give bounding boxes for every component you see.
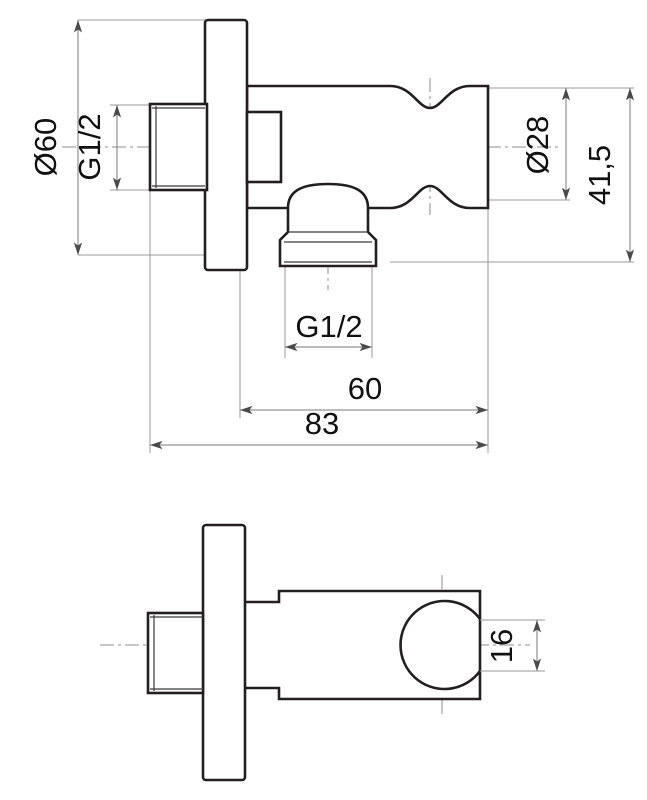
holder-arm-plan: [227, 589, 482, 701]
side-view-extension-lines: [78, 19, 634, 453]
c-clamp-ring: [399, 599, 482, 691]
side-elevation-view: Ø60 G1/2 Ø28 41,5 G1/2 60: [28, 18, 635, 453]
dimension-body-diameter: Ø28: [520, 88, 571, 200]
dimension-label-holder-gap: 16: [484, 629, 519, 663]
dimension-label-outlet-thread: G1/2: [295, 309, 362, 344]
dimension-overall-length: 83: [150, 406, 488, 450]
flange-boss: [245, 110, 283, 184]
inlet-thread-stub-plan: [146, 611, 205, 695]
dimension-label-flange-diameter: Ø60: [28, 118, 63, 177]
plan-view: 16: [100, 523, 545, 782]
wall-flange-plate-plan: [201, 523, 247, 782]
inlet-thread-stub: [148, 102, 209, 192]
wall-flange-plate: [203, 18, 249, 272]
dimension-label-overall-height: 41,5: [582, 145, 617, 205]
dimension-inlet-thread: G1/2: [72, 105, 122, 190]
dimension-label-body-length: 60: [348, 371, 382, 406]
dimension-label-body-diameter: Ø28: [520, 116, 555, 175]
dimension-label-inlet-thread: G1/2: [72, 113, 107, 180]
dimension-flange-diameter: Ø60: [28, 20, 83, 255]
dimension-overall-height: 41,5: [582, 88, 635, 262]
outlet-spout: [278, 182, 378, 268]
dimension-label-overall-length: 83: [305, 406, 339, 441]
dimension-outlet-thread: G1/2: [285, 309, 372, 352]
dimension-holder-gap: 16: [484, 620, 542, 671]
body-profile: [245, 84, 490, 210]
dimension-body-length: 60: [240, 371, 488, 415]
